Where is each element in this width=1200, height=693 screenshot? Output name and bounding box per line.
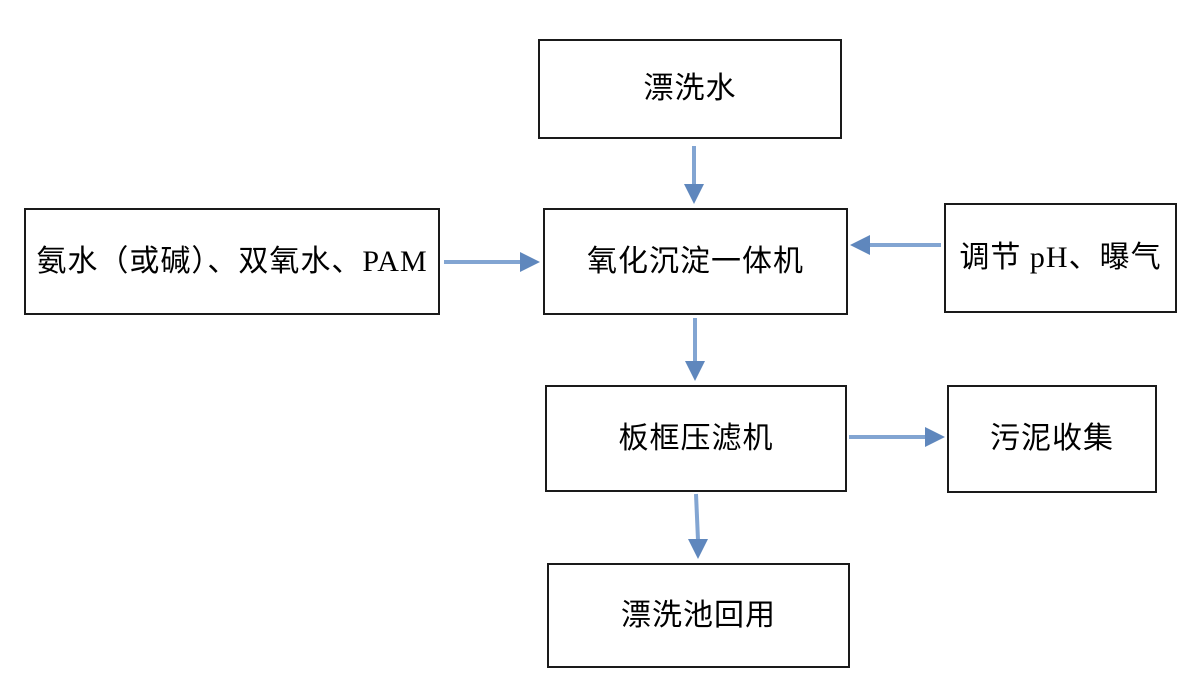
arrow-filter-press-to-sludge [849, 427, 945, 447]
node-filter-press: 板框压滤机 [545, 385, 847, 492]
node-rinse-pool-reuse: 漂洗池回用 [547, 563, 850, 668]
node-filter-press-label: 板框压滤机 [618, 421, 774, 455]
node-sludge-collection-label: 污泥收集 [990, 422, 1114, 455]
node-oxidation-machine-label: 氧化沉淀一体机 [587, 244, 804, 278]
node-chemicals: 氨水（或碱）、双氧水、PAM [24, 208, 440, 315]
node-rinse-pool-reuse-label: 漂洗池回用 [621, 598, 776, 632]
arrow-chemicals-to-oxidation [444, 252, 540, 272]
arrow-ph-adjust-to-oxidation [850, 235, 941, 255]
node-rinse-water-label: 漂洗水 [643, 72, 737, 105]
arrow-oxidation-to-filter-press [685, 318, 705, 381]
arrow-filter-press-to-reuse [688, 493, 708, 559]
node-ph-adjust: 调节 pH、曝气 [944, 203, 1177, 313]
arrow-rinse-water-to-oxidation [684, 146, 704, 204]
node-sludge-collection: 污泥收集 [947, 385, 1157, 493]
node-rinse-water: 漂洗水 [538, 39, 842, 139]
node-chemicals-label: 氨水（或碱）、双氧水、PAM [36, 244, 428, 278]
node-ph-adjust-label: 调节 pH、曝气 [959, 241, 1162, 274]
node-oxidation-machine: 氧化沉淀一体机 [543, 208, 848, 315]
